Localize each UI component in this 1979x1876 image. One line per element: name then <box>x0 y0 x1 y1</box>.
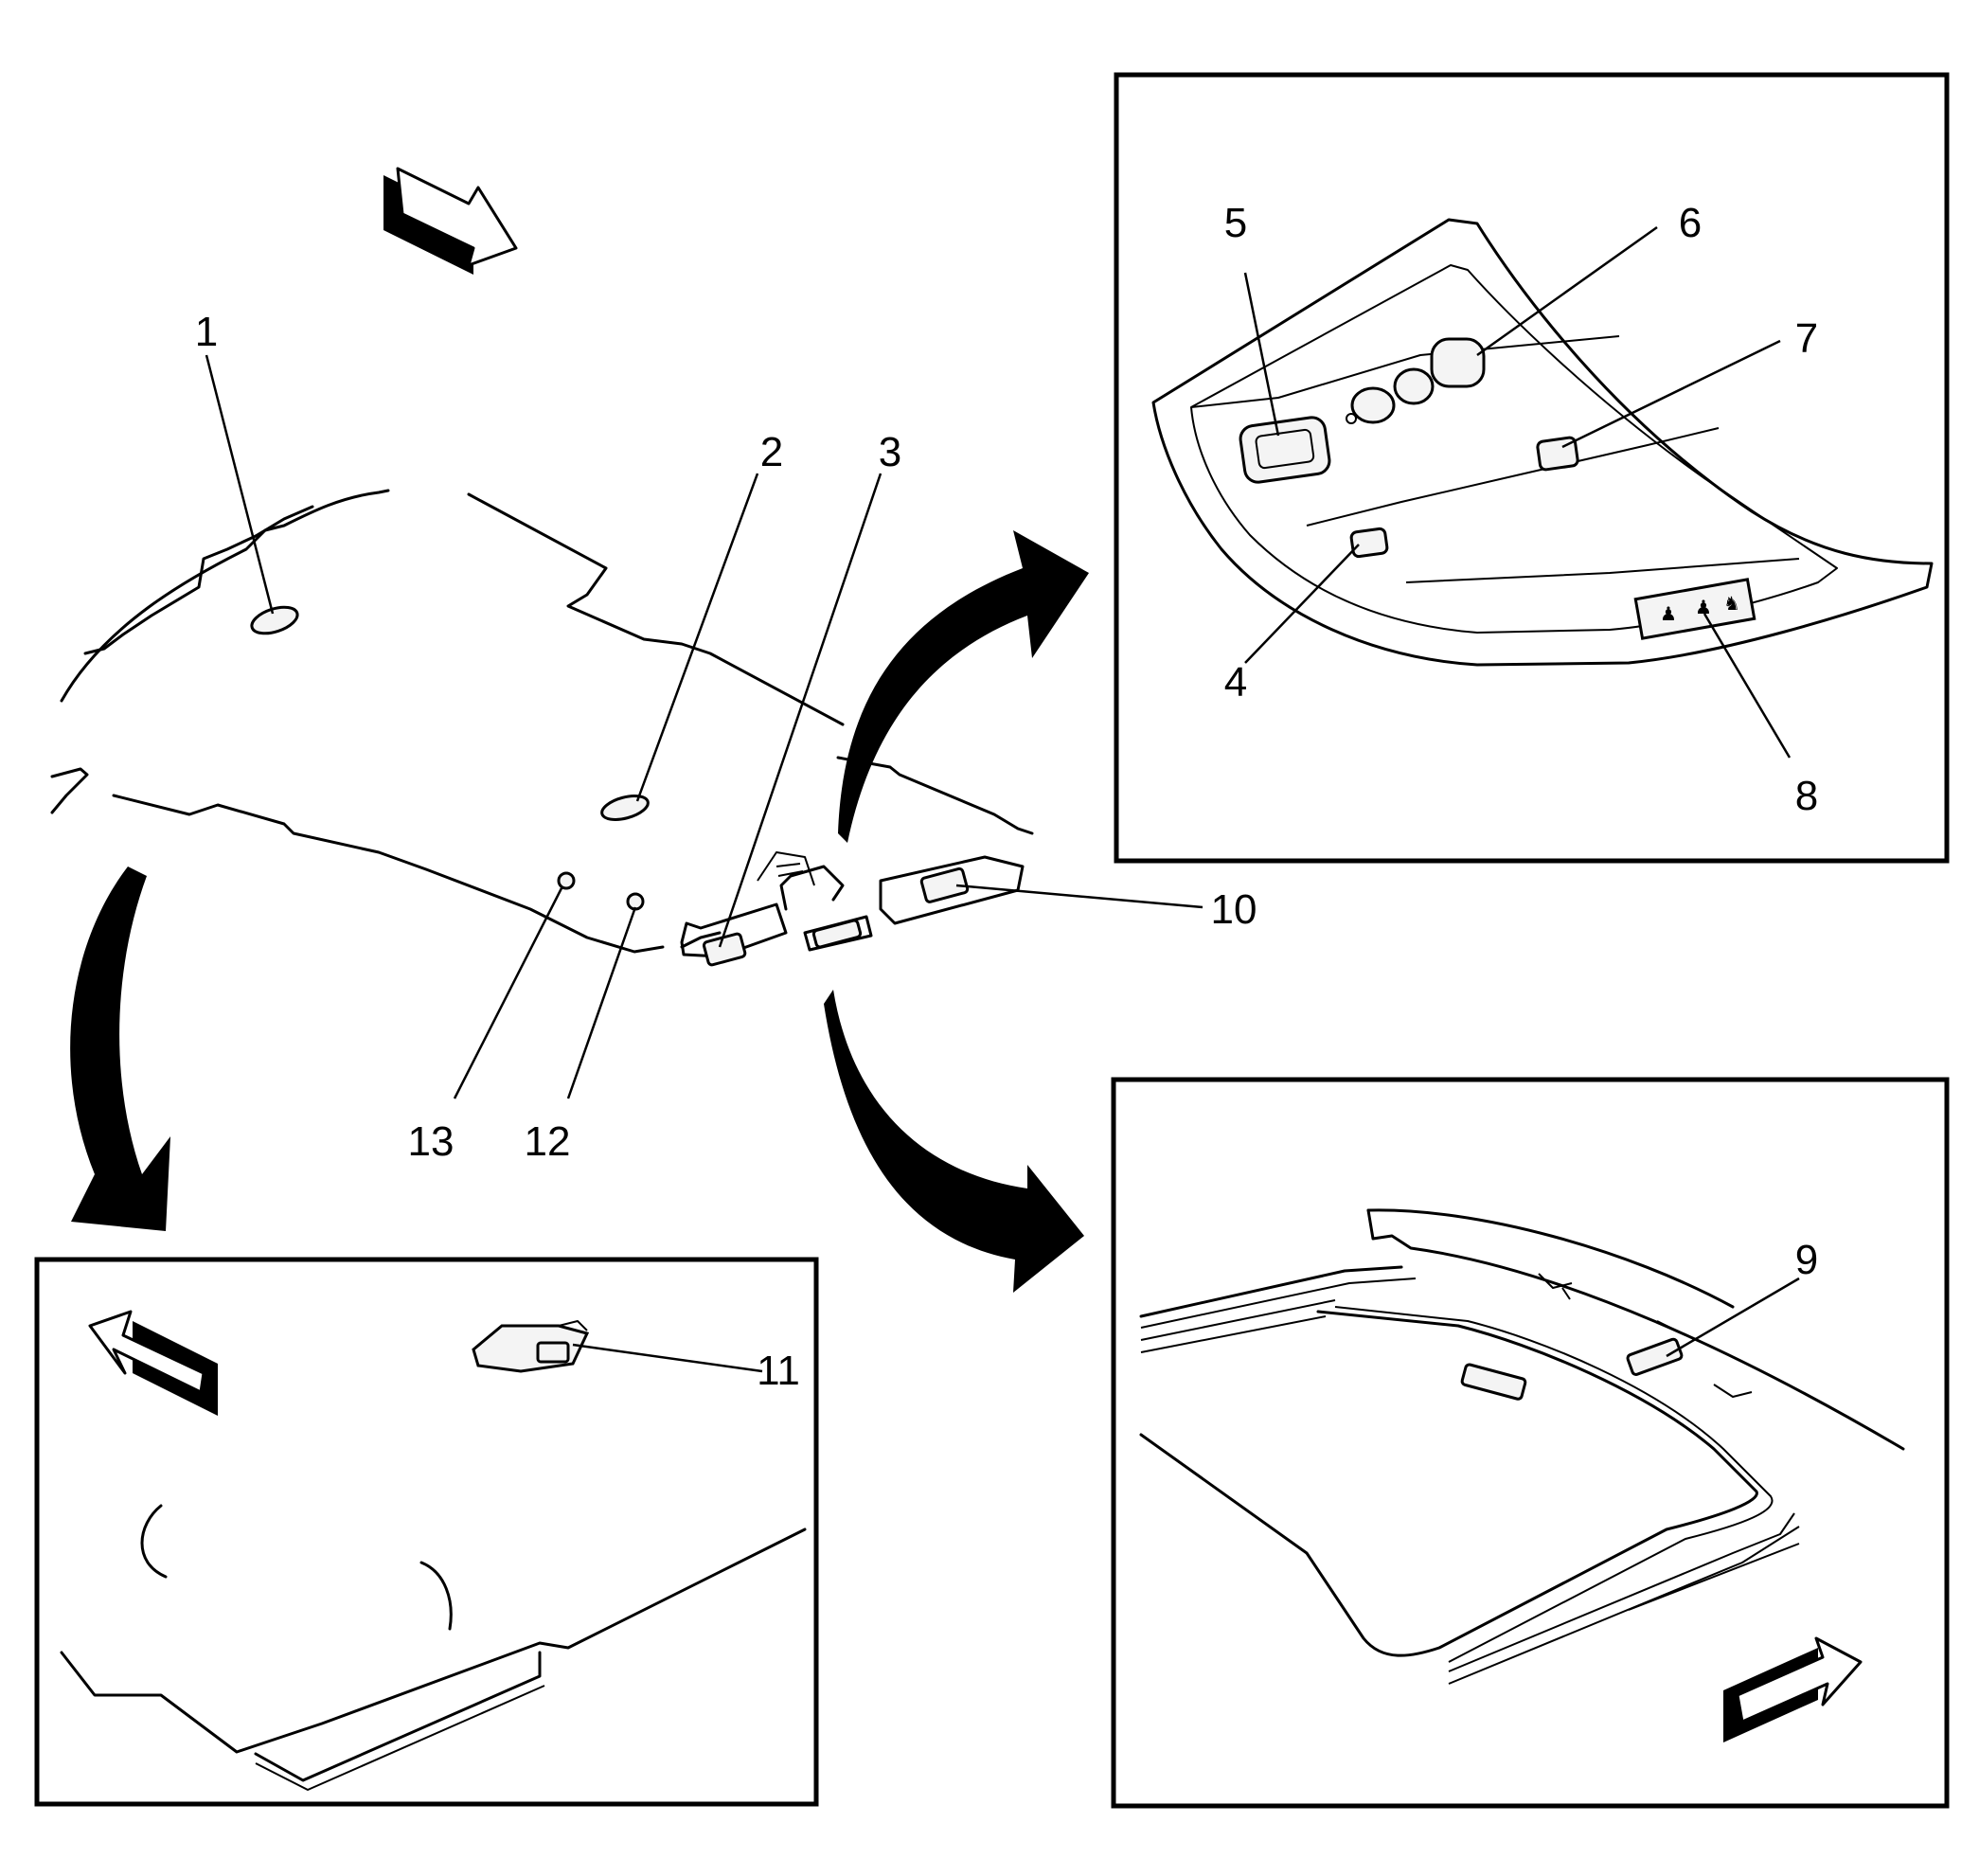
callout-3: 3 <box>879 429 901 475</box>
console-lamp-b <box>1393 367 1435 405</box>
front-right-lamp <box>919 867 970 903</box>
callout-12: 12 <box>525 1118 571 1165</box>
callout-8: 8 <box>1795 773 1818 819</box>
sensor-13 <box>557 871 576 890</box>
headliner-outline-front-right <box>680 931 722 949</box>
headliner-overview <box>50 167 1034 967</box>
overhead-console-detail: ♟ ♟ ♞ <box>1114 72 1950 864</box>
callout-10: 10 <box>1211 886 1257 933</box>
passenger-airbag-indicator: ♟ ♟ ♞ <box>1633 578 1756 640</box>
callout-6: 6 <box>1679 200 1702 246</box>
rear-dome-lamp <box>250 605 299 635</box>
leader-lines <box>205 225 1800 1373</box>
forward-direction-arrow-icon <box>383 167 518 275</box>
callout-7: 7 <box>1795 315 1818 362</box>
sunroof-switch <box>1430 337 1486 388</box>
svg-text:♟: ♟ <box>1695 596 1712 618</box>
callout-5: 5 <box>1224 200 1247 246</box>
front-console-assembly <box>680 851 1025 967</box>
headliner-outline-front <box>112 794 665 954</box>
front-lamp-switch <box>1349 527 1389 559</box>
rear-headliner-edge <box>60 1528 807 1754</box>
callout-4: 4 <box>1224 659 1247 706</box>
callout-1: 1 <box>195 309 218 355</box>
headliner-outline-mid-right <box>836 756 1034 835</box>
sunroof-motor <box>1626 1337 1684 1376</box>
curved-arrow-to-overhead-console-icon <box>838 530 1089 843</box>
headliner-rear-edge <box>83 505 314 655</box>
map-lamp-switch <box>1239 416 1331 484</box>
headliner-outline-top-right <box>467 492 845 726</box>
overhead-console-frame <box>1114 72 1950 864</box>
callout-2: 2 <box>760 429 783 475</box>
curved-arrow-to-rear-detail-icon <box>70 867 170 1231</box>
callout-9: 9 <box>1795 1237 1818 1283</box>
headliner-outline-left-front <box>50 767 89 814</box>
svg-text:♞: ♞ <box>1723 592 1740 615</box>
center-lamp <box>600 795 650 821</box>
sunroof-glass-panel <box>1139 1310 1758 1657</box>
front-left-lamp <box>702 932 747 967</box>
curved-arrow-to-sunroof-icon <box>824 990 1084 1293</box>
front-center-lamp <box>811 919 863 949</box>
rearward-direction-arrow-icon <box>88 1310 218 1416</box>
callout-11: 11 <box>757 1348 800 1394</box>
sunroof-frame <box>1111 1077 1950 1809</box>
sunroof-detail <box>1111 1077 1950 1809</box>
rear-module <box>472 1320 590 1373</box>
rear-detail-frame <box>34 1257 819 1807</box>
headliner-outline-top-left <box>60 489 390 703</box>
sunroof-roof-outline <box>1366 1208 1905 1451</box>
sunroof-forward-direction-arrow-icon <box>1723 1636 1863 1742</box>
callout-13: 13 <box>408 1118 455 1165</box>
svg-text:♟: ♟ <box>1660 602 1677 625</box>
sensor-12 <box>626 892 645 911</box>
overhead-console-outline <box>1151 218 1934 667</box>
console-lamp-a <box>1350 386 1396 424</box>
rear-headliner-detail <box>34 1257 819 1807</box>
